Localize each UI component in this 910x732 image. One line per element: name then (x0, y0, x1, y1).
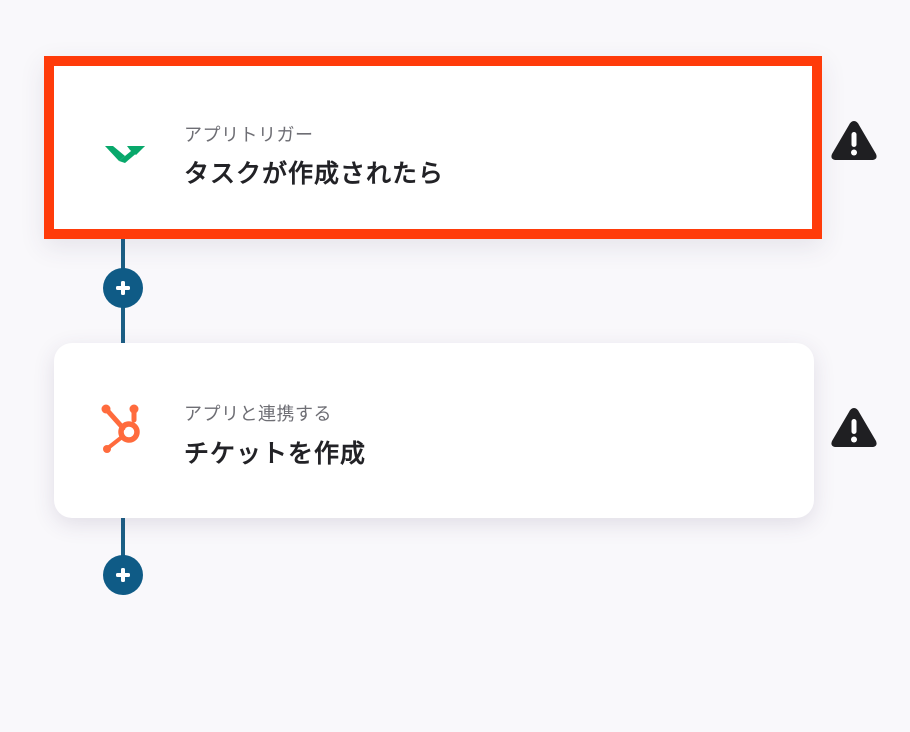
wrike-checkmark-icon (102, 124, 150, 172)
step-card-title: チケットを作成 (184, 439, 367, 468)
step-card-title: タスクが作成されたら (184, 159, 445, 188)
step-card-trigger[interactable]: アプリトリガー タスクが作成されたら (44, 56, 822, 239)
step-card-body: アプリトリガー タスクが作成されたら (54, 66, 812, 229)
warning-icon[interactable] (829, 118, 879, 162)
step-card-subtitle: アプリと連携する (184, 404, 332, 425)
add-step-button[interactable] (103, 555, 143, 595)
plus-icon (116, 281, 130, 295)
hubspot-icon (98, 404, 146, 454)
step-card-action[interactable]: アプリと連携する チケットを作成 (54, 343, 814, 518)
add-step-button[interactable] (103, 268, 143, 308)
warning-icon[interactable] (829, 405, 879, 449)
flow-connector (121, 515, 125, 575)
step-card-subtitle: アプリトリガー (184, 125, 314, 146)
plus-icon (116, 568, 130, 582)
